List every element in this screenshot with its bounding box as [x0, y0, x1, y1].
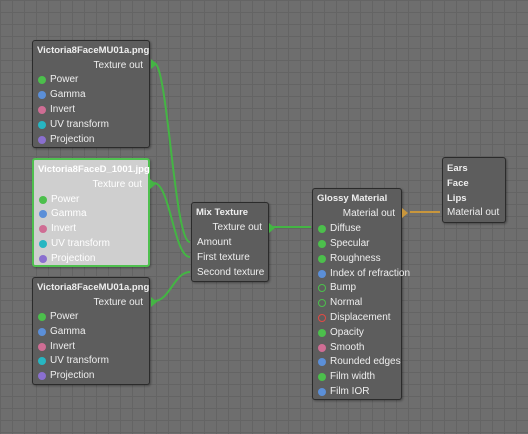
float-socket-icon[interactable] — [38, 328, 46, 336]
node-title: Victoria8FaceMU01a.png — [37, 45, 150, 56]
input-gamma[interactable]: Gamma — [38, 89, 86, 101]
image-texture-node-1[interactable]: Victoria8FaceMU01a.png Texture out Power… — [32, 40, 157, 148]
float-socket-icon[interactable] — [38, 91, 46, 99]
input-uv-transform[interactable]: UV transform — [39, 238, 110, 250]
input-specular[interactable]: Specular — [318, 238, 369, 250]
input-bump[interactable]: Bump — [318, 282, 356, 294]
wire-tex3-to-mix-second[interactable] — [153, 271, 191, 302]
input-projection[interactable]: Projection — [38, 134, 94, 146]
material-name-lips: Lips — [447, 193, 467, 204]
image-texture-node-3[interactable]: Victoria8FaceMU01a.png Texture out Power… — [32, 277, 157, 385]
input-uv-transform[interactable]: UV transform — [38, 355, 109, 367]
input-power[interactable]: Power — [38, 74, 78, 86]
texture-out-label: Texture out — [93, 60, 143, 71]
displacement-socket-icon[interactable] — [318, 314, 326, 322]
bool-socket-icon[interactable] — [39, 225, 47, 233]
input-invert[interactable]: Invert — [38, 341, 75, 353]
texture-out-label: Texture out — [92, 179, 142, 190]
input-gamma[interactable]: Gamma — [38, 326, 86, 338]
float-socket-icon[interactable] — [318, 388, 326, 396]
color-socket-icon[interactable] — [318, 373, 326, 381]
input-smooth[interactable]: Smooth — [318, 342, 364, 354]
transform-socket-icon[interactable] — [38, 357, 46, 365]
texture-out-label: Texture out — [93, 297, 143, 308]
color-socket-icon[interactable] — [318, 240, 326, 248]
color-socket-icon[interactable] — [318, 255, 326, 263]
input-projection[interactable]: Projection — [38, 370, 94, 382]
input-gamma[interactable]: Gamma — [39, 208, 87, 220]
color-socket-icon[interactable] — [318, 329, 326, 337]
input-rounded-edges[interactable]: Rounded edges — [318, 356, 401, 368]
material-name-face: Face — [447, 178, 469, 189]
input-first-texture[interactable]: First texture — [197, 252, 250, 263]
input-second-texture[interactable]: Second texture — [197, 267, 265, 278]
texture-out-port-icon[interactable] — [269, 223, 275, 233]
projection-socket-icon[interactable] — [38, 372, 46, 380]
input-normal[interactable]: Normal — [318, 297, 362, 309]
material-out-input-label: Material out — [447, 207, 500, 218]
glossy-material-node[interactable]: Glossy Material Material out Diffuse Spe… — [312, 188, 410, 400]
bool-socket-icon[interactable] — [38, 343, 46, 351]
texture-out-label: Texture out — [212, 222, 262, 233]
input-index-of-refraction[interactable]: Index of refraction — [318, 268, 410, 280]
float-socket-icon[interactable] — [318, 270, 326, 278]
wire-tex1-to-mix-amount[interactable] — [153, 62, 191, 243]
input-projection[interactable]: Projection — [39, 253, 95, 265]
transform-socket-icon[interactable] — [39, 240, 47, 248]
input-displacement[interactable]: Displacement — [318, 312, 391, 324]
input-power[interactable]: Power — [39, 194, 79, 206]
node-title: Mix Texture — [196, 207, 249, 218]
input-invert[interactable]: Invert — [39, 223, 76, 235]
node-title: Victoria8FaceD_1001.jpg — [38, 164, 150, 175]
bool-socket-icon[interactable] — [318, 344, 326, 352]
material-out-label: Material out — [342, 208, 395, 219]
material-name-ears: Ears — [447, 163, 468, 174]
bump-socket-icon[interactable] — [318, 284, 326, 292]
material-output-node[interactable]: Ears Face Lips Material out — [442, 157, 506, 223]
bool-socket-icon[interactable] — [38, 106, 46, 114]
node-title: Glossy Material — [317, 193, 388, 204]
projection-socket-icon[interactable] — [39, 255, 47, 263]
image-texture-node-2[interactable]: Victoria8FaceD_1001.jpg Texture out Powe… — [32, 158, 156, 267]
texture-out-port-icon[interactable] — [151, 297, 157, 307]
transform-socket-icon[interactable] — [38, 121, 46, 129]
input-roughness[interactable]: Roughness — [318, 253, 381, 265]
input-film-width[interactable]: Film width — [318, 371, 375, 383]
normal-socket-icon[interactable] — [318, 299, 326, 307]
input-power[interactable]: Power — [38, 311, 78, 323]
wire-tex2-to-mix-first[interactable] — [153, 182, 191, 258]
mix-texture-node[interactable]: Mix Texture Texture out Amount First tex… — [191, 202, 275, 282]
node-title: Victoria8FaceMU01a.png — [37, 282, 150, 293]
input-opacity[interactable]: Opacity — [318, 327, 364, 339]
input-amount[interactable]: Amount — [197, 237, 232, 248]
float-socket-icon[interactable] — [318, 358, 326, 366]
color-socket-icon[interactable] — [38, 313, 46, 321]
projection-socket-icon[interactable] — [38, 136, 46, 144]
material-out-port-icon[interactable] — [402, 208, 408, 218]
texture-out-port-icon[interactable] — [151, 59, 157, 69]
float-socket-icon[interactable] — [39, 210, 47, 218]
color-socket-icon[interactable] — [318, 225, 326, 233]
input-film-ior[interactable]: Film IOR — [318, 386, 369, 398]
input-invert[interactable]: Invert — [38, 104, 75, 116]
input-uv-transform[interactable]: UV transform — [38, 119, 109, 131]
texture-out-port-icon[interactable] — [150, 179, 156, 189]
color-socket-icon[interactable] — [39, 196, 47, 204]
input-diffuse[interactable]: Diffuse — [318, 223, 361, 235]
color-socket-icon[interactable] — [38, 76, 46, 84]
